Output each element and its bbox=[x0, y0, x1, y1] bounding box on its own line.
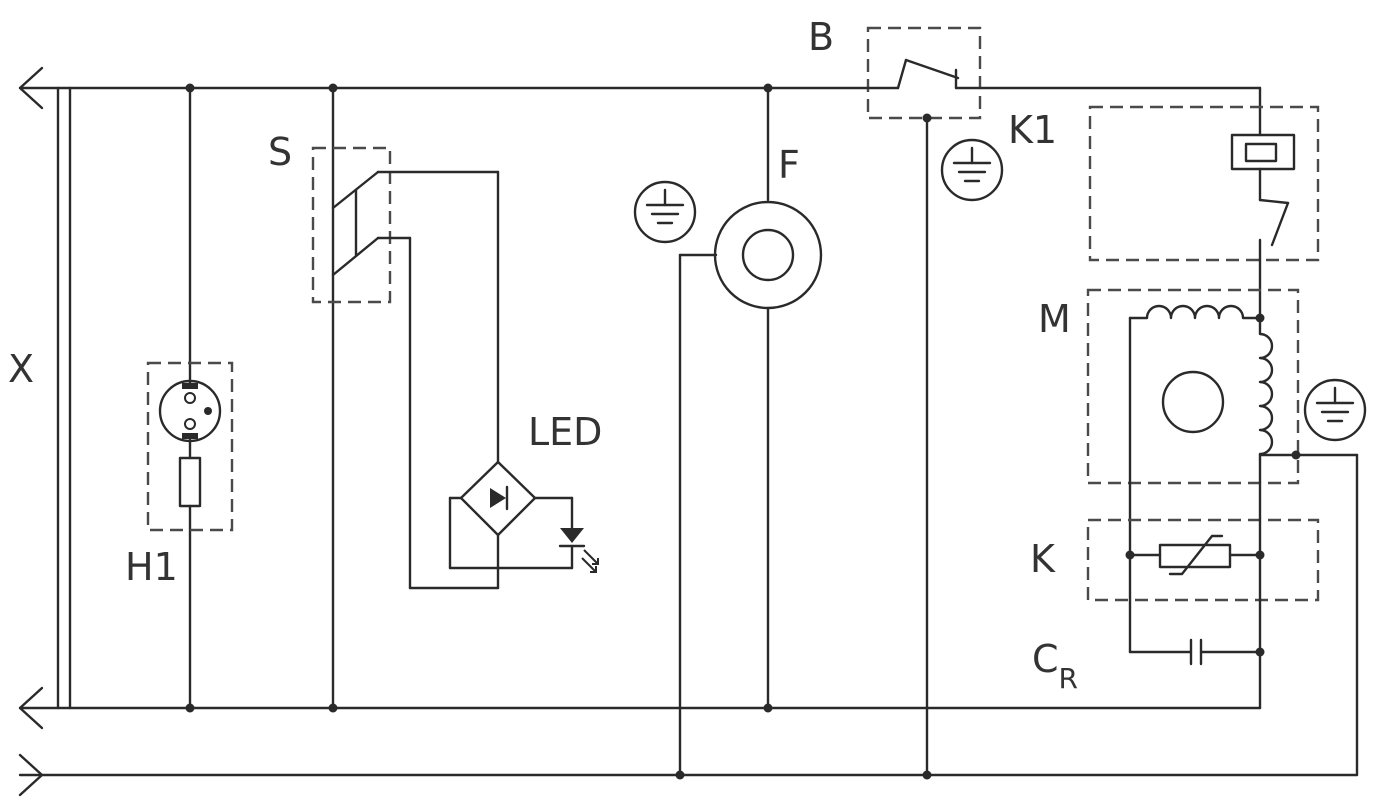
label-f: F bbox=[778, 143, 800, 187]
earth-rail bbox=[18, 453, 1359, 797]
compressor-motor-icon bbox=[1128, 304, 1298, 484]
switch-enclosure bbox=[311, 146, 392, 304]
fan-branch-f bbox=[633, 86, 823, 777]
run-capacitor-cr bbox=[1128, 638, 1262, 666]
top-rail bbox=[18, 66, 1262, 137]
label-led: LED bbox=[528, 410, 602, 454]
label-s: S bbox=[268, 130, 292, 174]
label-m: M bbox=[1038, 297, 1071, 341]
thermostat-switch-icon bbox=[866, 58, 982, 90]
ground-icon bbox=[633, 180, 697, 244]
socket-branch-h1 bbox=[146, 86, 234, 710]
label-k: K bbox=[1030, 537, 1056, 581]
terminal-strip-x bbox=[56, 86, 72, 710]
fan-motor-icon bbox=[713, 200, 823, 310]
compressor-motor-m bbox=[1086, 288, 1367, 654]
label-x: X bbox=[8, 347, 34, 391]
thermostat-enclosure bbox=[866, 26, 982, 120]
label-cr: CR bbox=[1032, 637, 1078, 695]
bottom-rail bbox=[18, 686, 1262, 730]
socket-outlet-icon bbox=[158, 379, 222, 443]
switch-branch-s bbox=[311, 86, 599, 710]
double-pole-switch-icon bbox=[331, 170, 500, 277]
h1-enclosure bbox=[146, 361, 234, 532]
diode-bridge-icon bbox=[448, 460, 574, 570]
label-k1: K1 bbox=[1008, 108, 1057, 152]
thermostat-b bbox=[866, 26, 1004, 777]
ptc-thermistor-icon bbox=[1128, 534, 1262, 576]
label-h1: H1 bbox=[125, 545, 178, 589]
ground-icon bbox=[1303, 378, 1367, 442]
led-icon bbox=[558, 528, 599, 573]
relay-icon bbox=[1230, 133, 1296, 320]
ground-icon bbox=[940, 138, 1004, 202]
label-b: B bbox=[808, 15, 834, 59]
ptc-starter-k bbox=[1086, 480, 1320, 710]
relay-enclosure bbox=[1088, 105, 1320, 262]
junction-dots bbox=[185, 83, 1301, 780]
capacitor-icon bbox=[1128, 638, 1262, 666]
relay-k1 bbox=[1088, 105, 1320, 320]
motor-enclosure bbox=[1086, 288, 1300, 485]
resistor-icon bbox=[178, 456, 202, 508]
ptc-enclosure bbox=[1086, 518, 1320, 602]
